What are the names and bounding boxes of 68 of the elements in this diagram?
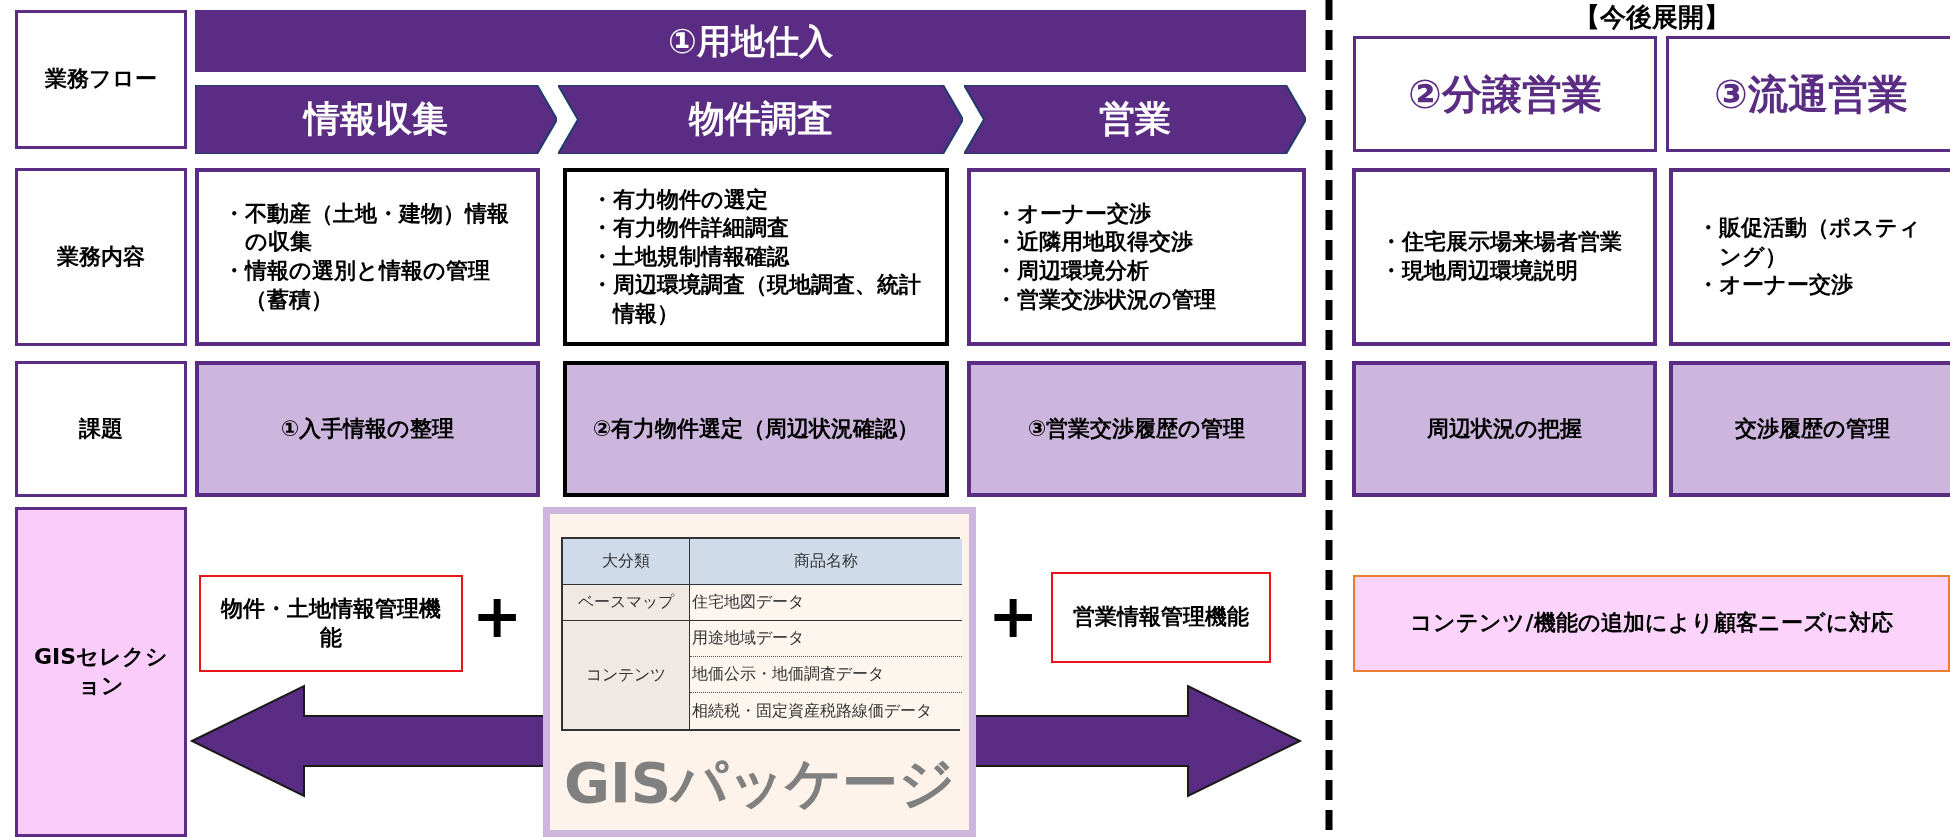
chevron-step <box>964 85 1306 154</box>
phase-box <box>1666 36 1950 152</box>
phase-title: ②分譲営業 <box>1408 70 1602 119</box>
issue-box <box>1352 361 1657 497</box>
task-box <box>1669 168 1950 346</box>
task-item: ・販促活動（ポスティング） <box>1697 214 1922 271</box>
function-text: 営業情報管理機能 <box>1073 603 1249 632</box>
row-header-box <box>15 361 187 497</box>
chevron-step <box>195 85 557 154</box>
issue-box <box>967 361 1306 497</box>
row-header-box <box>15 10 187 149</box>
row-header-box <box>15 168 187 346</box>
function-box <box>199 575 463 672</box>
task-box <box>563 168 949 346</box>
step-title: 物件調査 <box>688 97 833 142</box>
row-header-text: 課題 <box>79 414 123 443</box>
issue-text: 周辺状況の把握 <box>1427 414 1582 443</box>
task-item: ・不動産（土地・建物）情報の収集 <box>223 199 510 257</box>
function-box <box>1051 572 1271 663</box>
issue-text: 交渉履歴の管理 <box>1735 414 1890 443</box>
table-cell: ベースマップ <box>563 585 690 621</box>
chevron-step <box>558 85 963 154</box>
task-item: ・有力物件の選定 <box>591 185 768 214</box>
task-item: ・有力物件詳細調査 <box>591 214 789 243</box>
task-item: ・周辺環境調査（現地調査、統計情報） <box>591 271 922 328</box>
table-cell: 相続税・固定資産税路線価データ <box>690 693 962 729</box>
feature-box <box>1353 575 1950 672</box>
table-header: 大分類 <box>563 539 690 585</box>
section-heading: 【今後展開】 <box>1572 2 1731 34</box>
row-header-text: GISセレクション <box>32 643 170 700</box>
phase-box <box>1353 36 1657 152</box>
task-item: ・現地周辺環境説明 <box>1380 257 1578 285</box>
task-item: ・情報の選別と情報の管理（蓄積） <box>223 257 491 314</box>
table-cell: 住宅地図データ <box>690 585 962 621</box>
package-title: GISパッケージ <box>563 749 956 818</box>
plus-sign: + <box>988 580 1038 652</box>
phase-title: ③流通営業 <box>1714 70 1908 119</box>
step-title: 情報収集 <box>304 97 448 142</box>
function-text: 物件・土地情報管理機能 <box>219 594 442 652</box>
row-header-box <box>15 507 187 837</box>
task-box <box>195 168 540 346</box>
task-box <box>967 168 1306 346</box>
table-cell: コンテンツ <box>563 621 690 729</box>
task-item: ・周辺環境分析 <box>995 257 1149 285</box>
table-header: 商品名称 <box>690 539 962 585</box>
row-header-text: 業務フロー <box>45 65 157 94</box>
task-item: ・住宅展示場来場者営業 <box>1380 228 1622 257</box>
issue-text: ③営業交渉履歴の管理 <box>1027 414 1246 443</box>
phase-banner <box>195 10 1306 72</box>
task-item: ・土地規制情報確認 <box>591 242 789 271</box>
row-header-text: 業務内容 <box>57 242 145 271</box>
issue-box <box>563 361 949 497</box>
phase-title: ①用地仕入 <box>668 19 833 63</box>
task-item: ・営業交渉状況の管理 <box>995 285 1216 314</box>
issue-text: ①入手情報の整理 <box>280 414 455 443</box>
task-item: ・オーナー交渉 <box>995 199 1151 228</box>
task-item: ・近隣用地取得交渉 <box>995 228 1193 257</box>
plus-sign: + <box>472 580 522 652</box>
table-cell: 地価公示・地価調査データ <box>690 657 962 693</box>
step-title: 営業 <box>1099 97 1171 142</box>
task-item: ・オーナー交渉 <box>1697 271 1853 300</box>
issue-text: ②有力物件選定（周辺状況確認） <box>592 414 920 443</box>
issue-box <box>195 361 540 497</box>
feature-text: コンテンツ/機能の追加により顧客ニーズに対応 <box>1410 609 1893 638</box>
issue-box <box>1669 361 1950 497</box>
table-cell: 用途地域データ <box>690 621 962 657</box>
package-panel <box>543 507 976 837</box>
task-box <box>1352 168 1657 346</box>
